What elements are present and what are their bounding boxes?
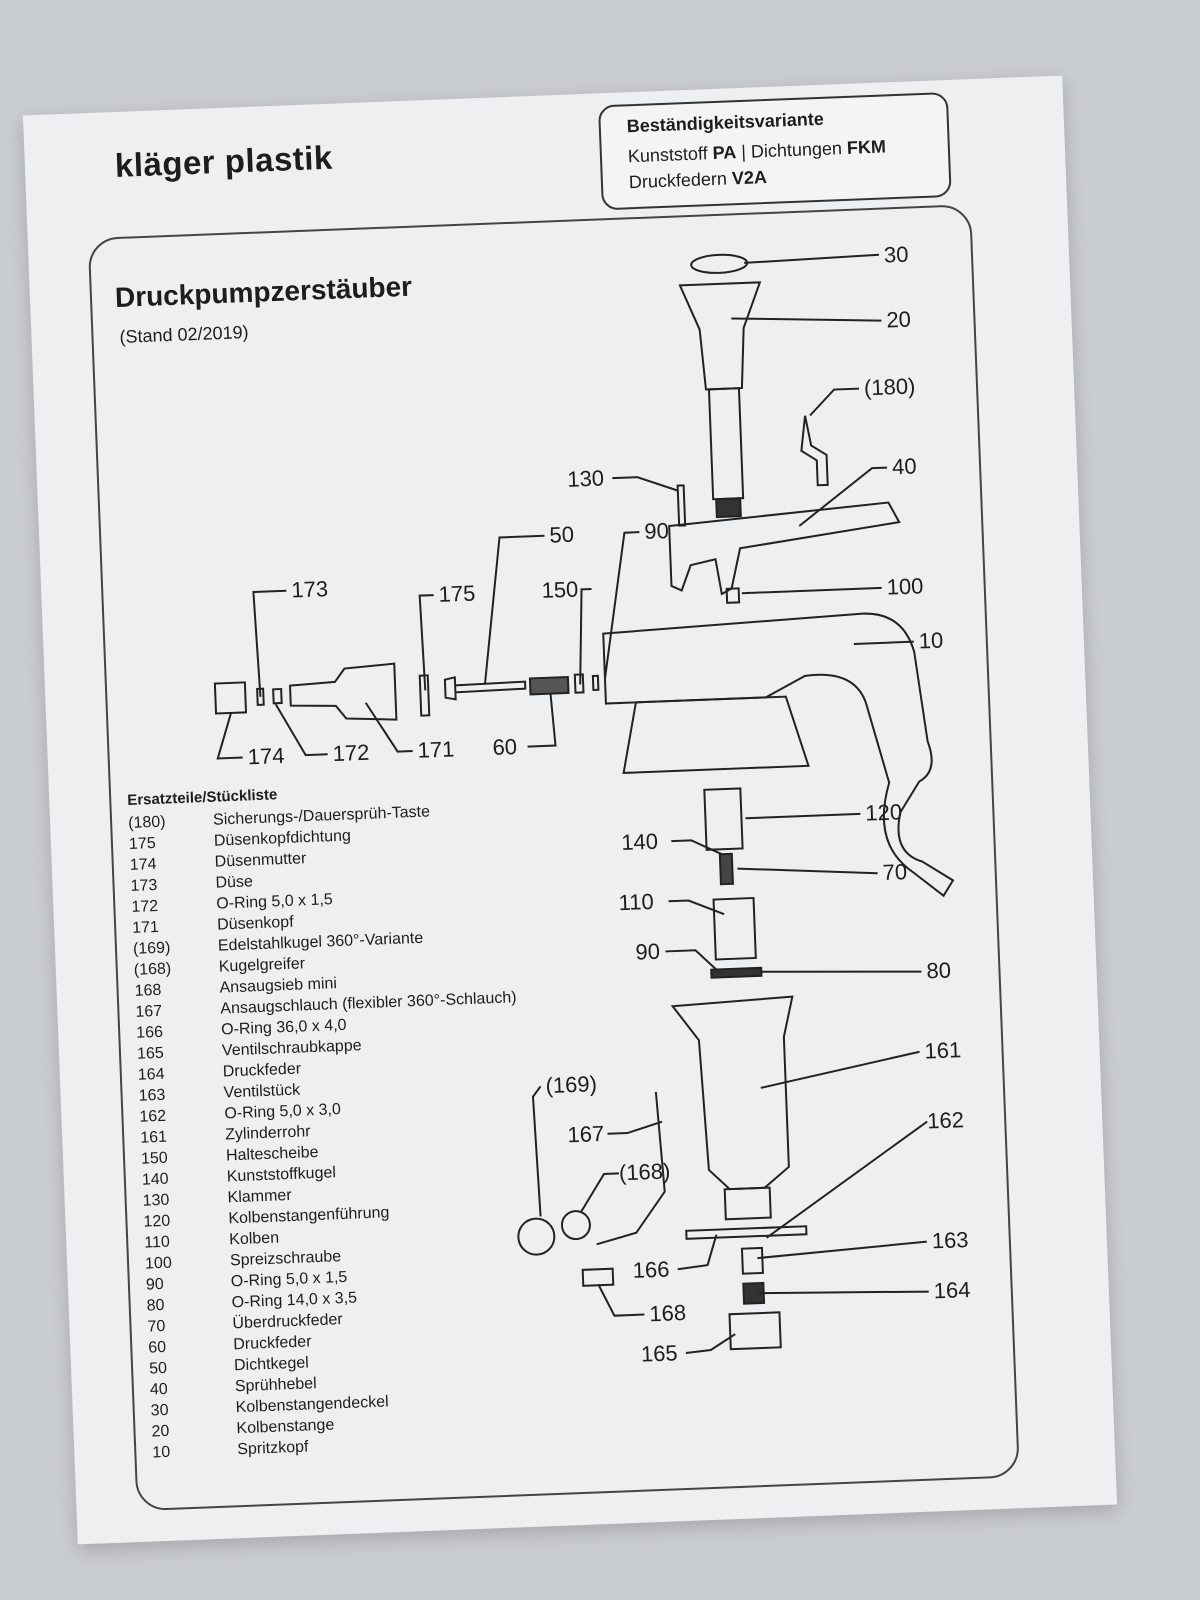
part-10-shape (602, 612, 955, 898)
part-40-shape (668, 501, 901, 596)
part-165-shape (728, 1311, 782, 1351)
part-60-shape (528, 675, 570, 696)
label-175: 175 (438, 580, 476, 606)
label-168: 168 (649, 1300, 687, 1326)
label-150: 150 (541, 577, 579, 603)
part-168-shape (581, 1267, 615, 1287)
label-110: 110 (618, 889, 654, 915)
label-90b: 90 (635, 939, 660, 965)
part-20-shape (678, 281, 762, 391)
label-130: 130 (567, 465, 605, 491)
label-173: 173 (291, 576, 329, 602)
label-30: 30 (883, 242, 908, 268)
label-100: 100 (886, 573, 924, 599)
part-161-shape (670, 995, 794, 1191)
label-120: 120 (865, 799, 903, 825)
part-20-thread (715, 497, 742, 519)
parts-list: Ersatzteile/Stückliste (180) Sicherungs-… (127, 776, 572, 1464)
label-167: 167 (567, 1121, 605, 1147)
part-163-shape (740, 1246, 764, 1275)
part-20-stem (707, 387, 745, 501)
label-40: 40 (892, 453, 917, 479)
label-163: 163 (931, 1227, 969, 1253)
part-180-shape (800, 415, 829, 487)
label-70: 70 (882, 859, 907, 885)
part-30-shape (690, 253, 749, 274)
label-168b: (168) (618, 1158, 670, 1185)
instruction-sheet: kläger plastik Beständigkeitsvariante Ku… (22, 75, 1118, 1545)
part-161-thread (723, 1186, 772, 1221)
label-164: 164 (933, 1277, 971, 1303)
part-174-shape (213, 681, 248, 715)
part-171-shape (288, 662, 398, 721)
part-50-shape (443, 676, 527, 701)
part-130-shape (676, 484, 687, 527)
part-167-shape (596, 1091, 666, 1246)
label-80: 80 (926, 958, 951, 984)
label-20: 20 (886, 307, 911, 333)
label-161: 161 (924, 1037, 962, 1063)
label-90a: 90 (644, 518, 669, 544)
part-150-shape (573, 673, 585, 694)
part-80-shape (710, 966, 763, 979)
exploded-diagram: 30 20 (180) 40 130 90 50 100 173 175 150… (213, 242, 971, 1367)
part-10-base (622, 695, 810, 774)
part-172-shape (272, 687, 283, 705)
label-165: 165 (640, 1340, 678, 1366)
part-90a-shape (591, 674, 600, 692)
label-140: 140 (621, 829, 659, 855)
part-169-shape (517, 1217, 556, 1256)
label-60: 60 (492, 734, 517, 760)
part-120-shape (703, 787, 744, 851)
label-180: (180) (864, 373, 916, 400)
label-166: 166 (632, 1257, 670, 1283)
label-10: 10 (918, 628, 943, 654)
part-168b-shape (560, 1210, 591, 1241)
label-169: (169) (545, 1071, 597, 1098)
part-110-shape (712, 896, 757, 961)
label-174: 174 (247, 743, 285, 769)
part-166-shape (685, 1225, 808, 1240)
label-171: 171 (417, 736, 455, 762)
label-50: 50 (549, 522, 574, 548)
part-70-shape (718, 852, 734, 886)
part-100-shape (725, 587, 741, 604)
label-162: 162 (927, 1107, 965, 1133)
label-172: 172 (332, 740, 370, 766)
part-number: 10 (152, 1443, 171, 1462)
parts-list-rows: (180) Sicherungs-/Dauersprüh-Taste 175 D… (128, 797, 573, 1464)
